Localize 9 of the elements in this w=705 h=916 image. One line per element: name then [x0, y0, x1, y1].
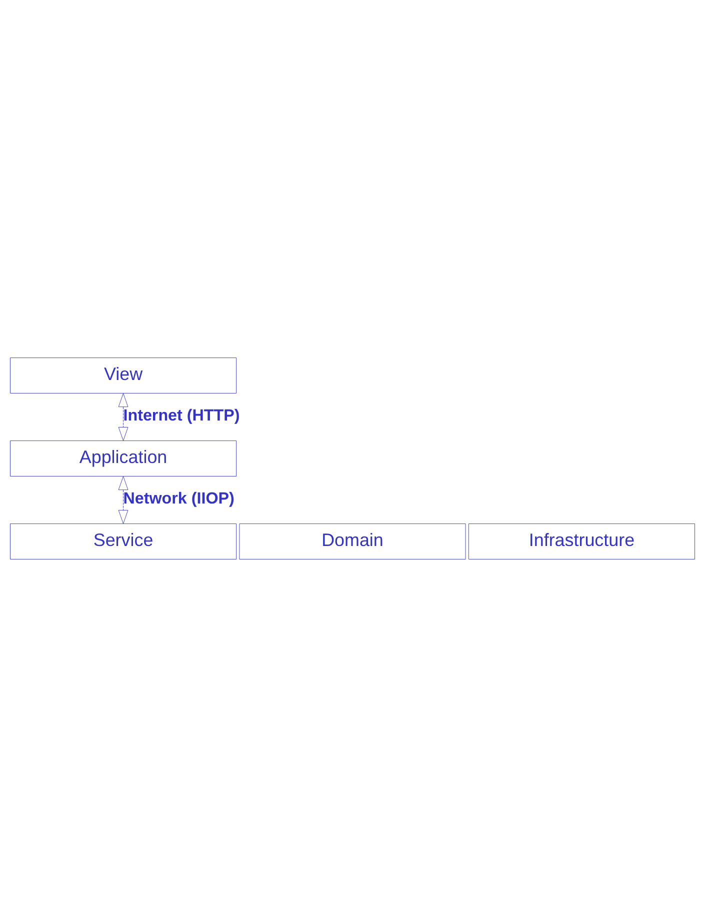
node-box: Infrastructure [468, 523, 695, 559]
edge-label: Internet (HTTP) [123, 406, 240, 424]
edge-label: Network (IIOP) [123, 488, 234, 507]
node-box: Application [10, 440, 237, 476]
arrow [118, 476, 128, 524]
node-box: Service [10, 523, 237, 559]
arrow [118, 392, 128, 440]
node-box: Domain [239, 523, 466, 559]
node-box: View [10, 357, 237, 393]
